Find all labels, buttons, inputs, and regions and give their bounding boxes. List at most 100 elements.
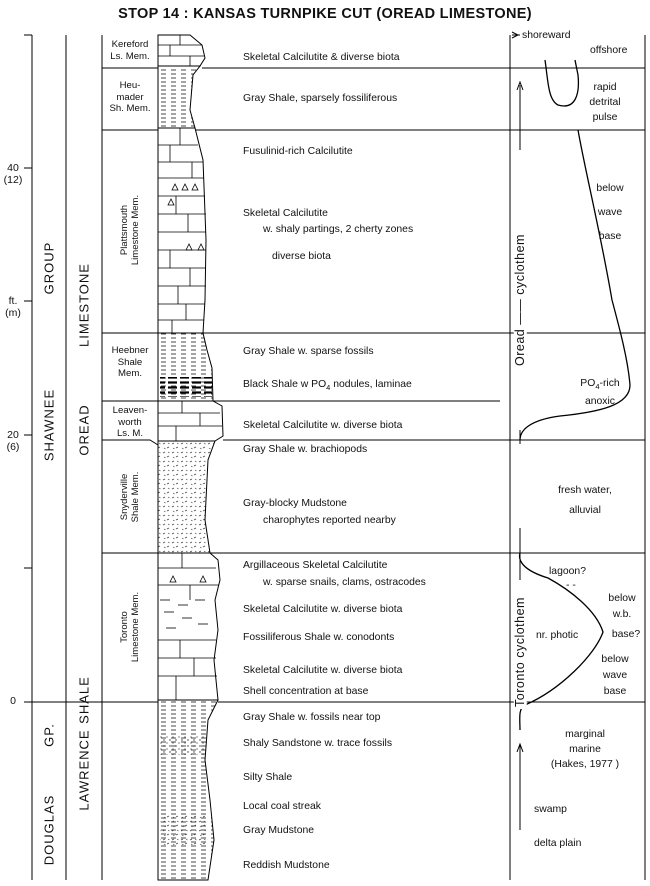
kereford-limestone-fill: [158, 35, 205, 66]
desc-toronto-2: w. sparse snails, clams, ostracodes: [263, 578, 426, 588]
black-shale-fill: [160, 377, 212, 397]
desc-lawrence-2: Shaly Sandstone w. trace fossils: [243, 739, 392, 749]
scale-40-ft: 40: [2, 162, 24, 174]
snyderville-shale-fill: [158, 441, 215, 553]
plattsmouth-limestone-fill: [158, 128, 206, 333]
desc-lawrence-1: Gray Shale w. fossils near top: [243, 713, 380, 723]
member-heumader-l2: mader: [103, 92, 157, 104]
toronto-limestone-fill: [158, 553, 220, 700]
mudstone-fill: [160, 815, 208, 845]
desc-kereford: Skeletal Calcilutite & diverse biota: [243, 53, 400, 63]
label-gp: GP.: [43, 723, 56, 747]
desc-plattsmouth-2: w. shaly partings, 2 cherty zones: [263, 225, 413, 235]
env-below-3: below: [590, 655, 640, 665]
env-wb: w.b.: [600, 610, 644, 620]
member-heumader-l1: Heu-: [103, 80, 157, 92]
desc-snyderville-3: charophytes reported nearby: [263, 516, 396, 526]
member-plattsmouth: Plattsmouth Limestone Mem.: [120, 195, 142, 265]
desc-toronto-4: Fossiliferous Shale w. conodonts: [243, 633, 394, 643]
scale-unit-m: (m): [2, 307, 24, 319]
env-po4-a: PO: [580, 378, 595, 389]
env-wave-3: wave: [590, 671, 640, 681]
env-swamp: swamp: [534, 805, 567, 815]
env-below-1: below: [580, 184, 640, 194]
env-alluvial: alluvial: [535, 506, 635, 516]
member-toronto-l2: Limestone Mem.: [131, 592, 142, 662]
env-marine: marine: [530, 745, 640, 755]
member-snyderville-l2: Shale Mem.: [131, 472, 142, 523]
env-base-3: base: [590, 687, 640, 697]
member-heumader: Heu- mader Sh. Mem.: [103, 80, 157, 115]
desc-toronto-5: Skeletal Calcilutite w. diverse biota: [243, 666, 402, 676]
label-group: GROUP: [43, 242, 56, 295]
desc-lawrence-6: Reddish Mudstone: [243, 861, 330, 871]
member-kereford-l1: Kereford: [103, 39, 157, 51]
scale-12-m: (12): [2, 174, 24, 186]
desc-heebner-gray: Gray Shale w. sparse fossils: [243, 347, 374, 357]
desc-toronto-1: Argillaceous Skeletal Calcilutite: [243, 561, 387, 571]
desc-plattsmouth-3: diverse biota: [272, 252, 331, 262]
desc-snyderville-1: Gray Shale w. brachiopods: [243, 445, 367, 455]
scale-0: 0: [2, 695, 24, 707]
member-heebner-l3: Mem.: [103, 368, 157, 380]
env-po4-rich: PO4-rich: [560, 379, 640, 391]
desc-heebner-black: Black Shale w PO4 nodules, laminae: [243, 380, 412, 392]
desc-snyderville-2: Gray-blocky Mudstone: [243, 499, 347, 509]
env-below-2: below: [600, 594, 644, 604]
desc-plattsmouth-1: Skeletal Calcilutite: [243, 209, 328, 219]
label-oread: OREAD: [78, 404, 91, 455]
label-limestone: LIMESTONE: [78, 263, 91, 347]
label-shale: SHALE: [78, 676, 91, 724]
label-douglas: DOUGLAS: [43, 795, 56, 866]
scale-20-ft: 20: [2, 429, 24, 441]
member-plattsmouth-l2: Limestone Mem.: [131, 195, 142, 265]
desc-black-a: Black Shale w PO: [243, 379, 326, 390]
scale-label-0: 0: [2, 695, 24, 707]
member-heebner: Heebner Shale Mem.: [103, 345, 157, 380]
env-anoxic: anoxic: [560, 397, 640, 407]
member-heumader-l3: Sh. Mem.: [103, 103, 157, 115]
toronto-cyclothem-label: Toronto cyclothem: [514, 595, 527, 709]
desc-lawrence-4: Local coal streak: [243, 802, 321, 812]
member-leavenworth: Leaven- worth Ls. M.: [103, 405, 157, 440]
env-rapid: rapid: [570, 83, 640, 93]
env-shoreward: shoreward: [522, 31, 571, 41]
member-kereford-l2: Ls. Mem.: [103, 51, 157, 63]
lawrence-shale-fill: [158, 700, 218, 880]
scale-unit-ft: ft.: [2, 295, 24, 307]
env-detrital: detrital: [570, 98, 640, 108]
oread-cyclothem-label: Oread —— cyclothem: [514, 232, 527, 368]
sandstone-fill: [160, 735, 205, 755]
desc-toronto-6: Shell concentration at base: [243, 687, 368, 697]
member-kereford: Kereford Ls. Mem.: [103, 39, 157, 62]
desc-black-b: nodules, laminae: [330, 379, 411, 390]
heumader-shale-fill: [158, 66, 200, 128]
env-wave-1: wave: [580, 208, 640, 218]
env-offshore: offshore: [590, 46, 627, 56]
member-snyderville: Snyderville Shale Mem.: [120, 472, 142, 523]
scale-label-20: 20 (6): [2, 429, 24, 453]
label-shawnee: SHAWNEE: [43, 389, 56, 461]
desc-lawrence-5: Gray Mudstone: [243, 826, 314, 836]
env-base-2: base?: [604, 630, 648, 640]
desc-lawrence-3: Silty Shale: [243, 773, 292, 783]
env-fresh-water: fresh water,: [535, 486, 635, 496]
env-pulse: pulse: [570, 113, 640, 123]
env-hakes: (Hakes, 1977 ): [530, 760, 640, 770]
scale-label-40: 40 (12): [2, 162, 24, 186]
env-base-1: base: [580, 232, 640, 242]
env-lagoon: lagoon?: [549, 567, 586, 577]
env-marginal: marginal: [530, 730, 640, 740]
member-leavenworth-l2: worth: [103, 417, 157, 429]
scale-unit: ft. (m): [2, 295, 24, 319]
scale-axis: [24, 35, 32, 880]
member-toronto: Toronto Limestone Mem.: [120, 592, 142, 662]
member-heebner-l1: Heebner: [103, 345, 157, 357]
member-leavenworth-l3: Ls. M.: [103, 428, 157, 440]
env-dash: - -: [566, 581, 576, 591]
env-po4-b: -rich: [599, 378, 619, 389]
desc-toronto-3: Skeletal Calcilutite w. diverse biota: [243, 605, 402, 615]
scale-6-m: (6): [2, 441, 24, 453]
label-lawrence: LAWRENCE: [78, 729, 91, 810]
member-leavenworth-l1: Leaven-: [103, 405, 157, 417]
